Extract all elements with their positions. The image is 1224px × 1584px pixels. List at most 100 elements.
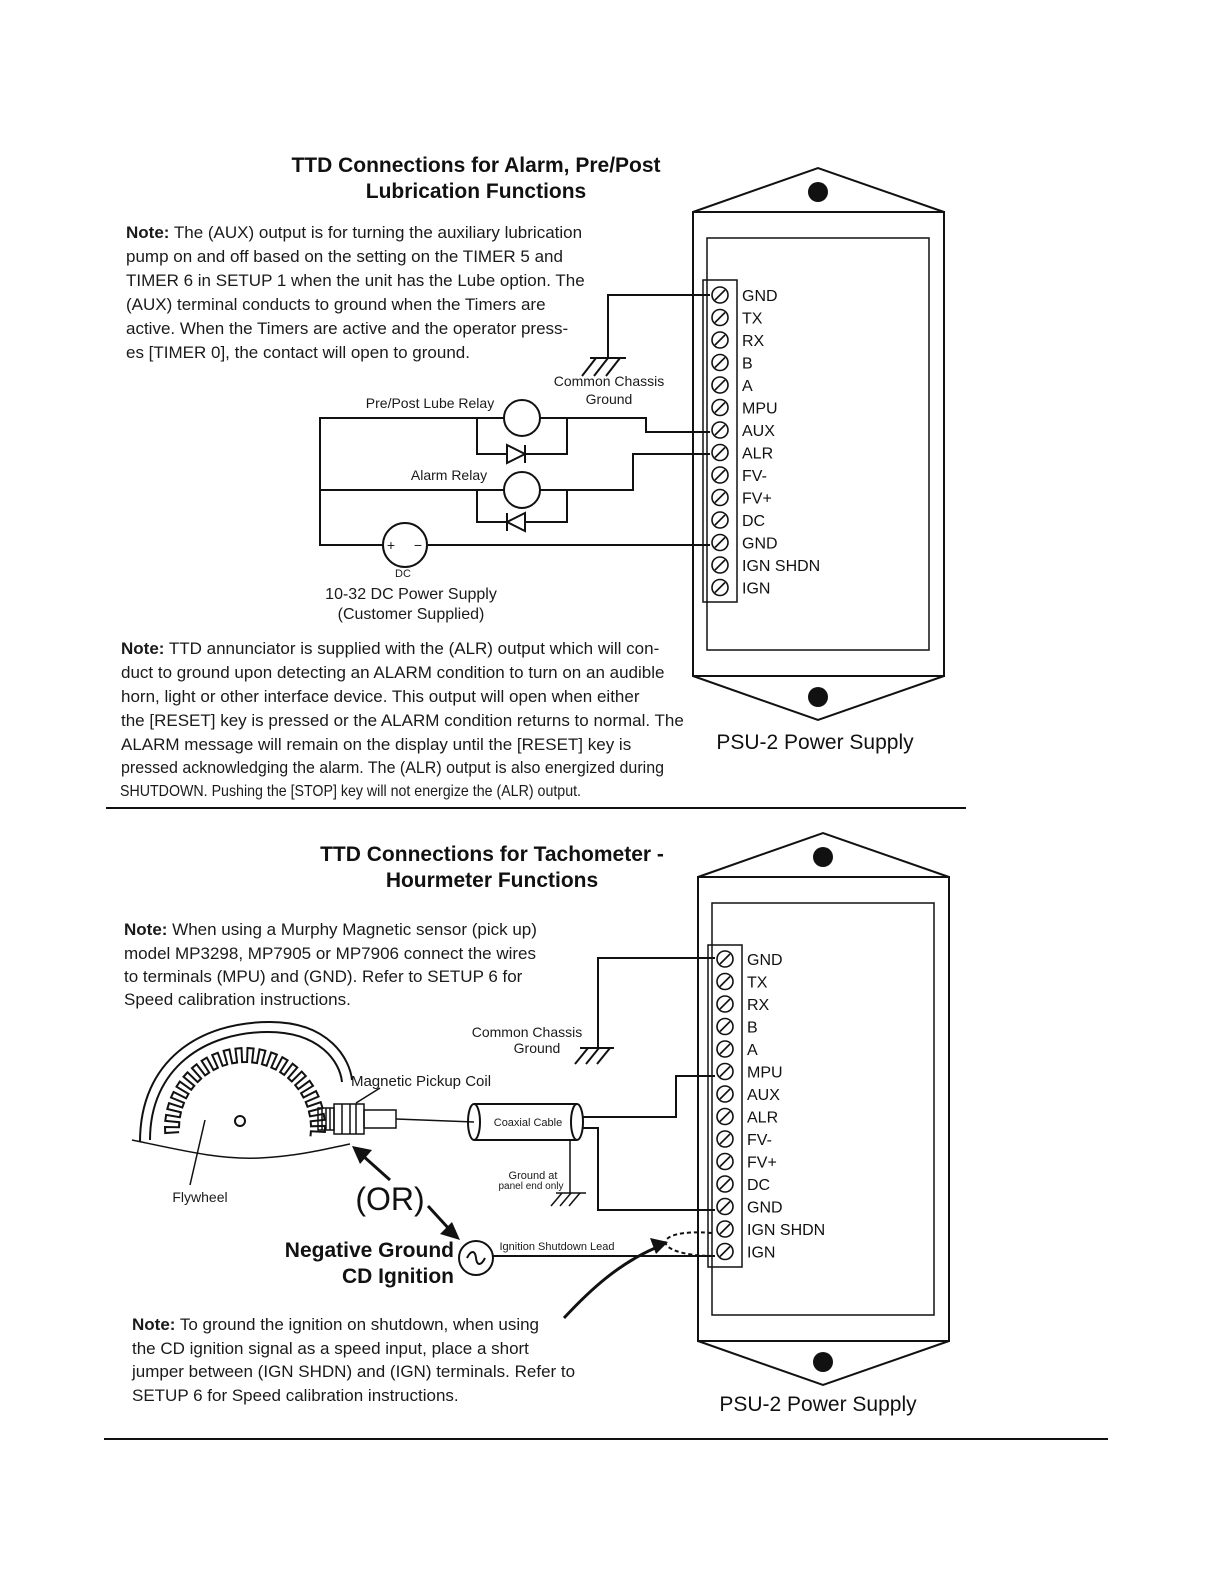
screw-slot (719, 1178, 731, 1190)
screw-slot (714, 559, 726, 571)
terminal-label: GND (742, 536, 778, 553)
screw-slot (719, 1110, 731, 1123)
terminal-label: A (742, 378, 753, 395)
terminal-label: MPU (747, 1065, 783, 1082)
note-line: (AUX) terminal conducts to ground when t… (126, 295, 546, 314)
alarm-relay-label: Alarm Relay (411, 467, 487, 483)
alarm-relay-coil (503, 471, 541, 509)
note-line: the [RESET] key is pressed or the ALARM … (121, 711, 684, 730)
note-line: the CD ignition signal as a speed input,… (132, 1339, 529, 1358)
neg-ground-line1: Negative Ground (285, 1239, 454, 1262)
terminal-label: DC (742, 513, 765, 530)
psu2-housing (697, 831, 950, 1387)
terminal-label: ALR (747, 1110, 778, 1127)
screw-slot (714, 311, 726, 324)
note-line: active. When the Timers are active and t… (126, 319, 568, 338)
screw-slot (719, 1200, 731, 1213)
arrow-icon (352, 1146, 372, 1164)
note-label: Note: (124, 920, 167, 939)
screw-slot (714, 581, 726, 594)
terminal-label: GND (747, 1200, 783, 1217)
terminal-label: FV- (747, 1132, 772, 1149)
screw-slot (719, 953, 731, 965)
ground-label: Ground (586, 391, 633, 407)
screw-slot (714, 491, 726, 504)
svg-text:Note: The (AUX) output is for: Note: The (AUX) output is for turning th… (126, 223, 582, 242)
screw-slot (719, 1155, 731, 1168)
pickup-coil-label: Magnetic Pickup Coil (351, 1073, 491, 1090)
gear-teeth-outline (163, 1046, 327, 1137)
note-line: SETUP 6 for Speed calibration instructio… (132, 1386, 459, 1405)
prepost-relay-coil (503, 399, 541, 437)
note-line: When using a Murphy Magnetic sensor (pic… (167, 920, 536, 939)
screw-slot (714, 424, 726, 436)
terminal-label: FV+ (742, 491, 772, 508)
svg-text:Note: To ground the ignition o: Note: To ground the ignition on shutdown… (132, 1315, 539, 1334)
terminal-label: TX (747, 975, 768, 992)
ground-symbol (550, 1192, 586, 1207)
screw-slot (719, 1088, 731, 1100)
section1-note1: Note: The (AUX) output is for turning th… (126, 223, 585, 362)
screw-slot (714, 514, 726, 526)
screw-slot (719, 1065, 731, 1078)
svg-text:Note: TTD annunciator is suppl: Note: TTD annunciator is supplied with t… (121, 639, 659, 658)
psu1-housing (692, 166, 945, 722)
terminal-label: TX (742, 311, 763, 328)
note-line: TIMER 6 in SETUP 1 when the unit has the… (126, 271, 585, 290)
supply-label-line2: (Customer Supplied) (338, 606, 485, 623)
section1-title-line1: TTD Connections for Alarm, Pre/Post (291, 154, 660, 177)
section2-note2: Note: To ground the ignition on shutdown… (131, 1315, 575, 1405)
mounting-hole (808, 687, 828, 707)
coaxial-cable-label: Coaxial Cable (494, 1117, 562, 1129)
ac-source-icon (458, 1240, 494, 1276)
arrow-icon (440, 1222, 460, 1240)
screw-slot (719, 998, 731, 1010)
terminal-label: IGN SHDN (742, 558, 820, 575)
terminal-label: AUX (742, 423, 775, 440)
psu1-label: PSU-2 Power Supply (716, 731, 914, 754)
note-line: To ground the ignition on shutdown, when… (175, 1315, 539, 1334)
panel-end-label: panel end only (498, 1181, 563, 1192)
or-label: (OR) (355, 1181, 424, 1217)
note-line: to terminals (MPU) and (GND). Refer to S… (124, 967, 523, 986)
neg-ground-line2: CD Ignition (342, 1265, 454, 1288)
ground-label: Ground (514, 1040, 561, 1056)
section1-title-line2: Lubrication Functions (366, 180, 587, 203)
note-line: duct to ground upon detecting an ALARM c… (121, 663, 664, 682)
plus-sign: + (387, 537, 395, 553)
screw-slot (719, 975, 731, 988)
terminal-label: RX (747, 997, 770, 1014)
prepost-relay-label: Pre/Post Lube Relay (366, 395, 494, 411)
terminal-label: A (747, 1042, 758, 1059)
section2-title-line1: TTD Connections for Tachometer - (320, 843, 664, 866)
note-line: Speed calibration instructions. (124, 990, 351, 1009)
note-line: es [TIMER 0], the contact will open to g… (126, 343, 470, 362)
screw-slot (719, 1223, 731, 1235)
section2-title-line2: Hourmeter Functions (386, 869, 598, 892)
terminal-label: GND (742, 288, 778, 305)
note-label: Note: (126, 223, 169, 242)
section1-wiring: + − DC (319, 294, 710, 580)
ignition-lead-label: Ignition Shutdown Lead (500, 1241, 615, 1253)
svg-text:Note: When using a Murphy Magn: Note: When using a Murphy Magnetic senso… (124, 920, 537, 939)
terminal-label: DC (747, 1177, 770, 1194)
dc-label: DC (395, 568, 411, 580)
terminal-label: FV- (742, 468, 767, 485)
diode-icon (504, 511, 526, 533)
chassis-ground-symbol (574, 1047, 614, 1065)
flywheel-label: Flywheel (172, 1189, 227, 1205)
terminal-label: IGN (747, 1245, 775, 1262)
common-chassis-label: Common Chassis (472, 1024, 582, 1040)
screw-slot (714, 334, 726, 346)
terminal-label: AUX (747, 1087, 780, 1104)
magnetic-pickup-coil (317, 1103, 397, 1135)
psu2-label: PSU-2 Power Supply (719, 1393, 917, 1416)
terminal-label: FV+ (747, 1155, 777, 1172)
note-line: ALARM message will remain on the display… (121, 735, 631, 754)
terminal-label: RX (742, 333, 765, 350)
note-line: horn, light or other interface device. T… (121, 687, 640, 706)
screw-slot (719, 1133, 731, 1145)
terminal-label: ALR (742, 446, 773, 463)
